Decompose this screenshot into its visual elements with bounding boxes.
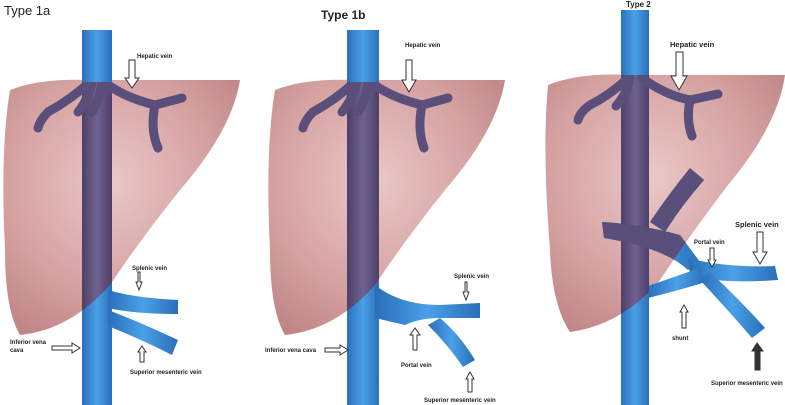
splenic-arrow: [135, 271, 143, 292]
portal-arrow: [409, 327, 421, 351]
splenic-arrow: [462, 281, 470, 302]
ivc-label: Inferior vena cava: [265, 348, 317, 354]
portal-arrow: [707, 247, 717, 269]
hepatic-vein-label: Hepatic vein: [137, 54, 173, 60]
hepatic-vein-label: Hepatic vein: [405, 43, 441, 49]
superior-mesenteric-vein: [700, 272, 765, 338]
sma-label: Superior mesenteric vein: [130, 370, 202, 376]
shunt-vessel: [648, 268, 706, 298]
panel-type-2: Type 2 Hepatic vein: [545, 0, 785, 405]
portal-splenic-trunk: [375, 285, 480, 325]
splenic-arrow: [752, 231, 768, 265]
splenic-vein-branch: [108, 290, 178, 314]
sma-label: Superior mesenteric vein: [424, 398, 496, 404]
hepatic-vein-label: Hepatic vein: [670, 40, 715, 49]
ivc-label-line1: Inferior vena: [10, 340, 47, 346]
liver: [3, 79, 241, 335]
superior-mesenteric-vein-branch: [428, 318, 475, 367]
portal-vein-label: Portal vein: [694, 240, 725, 246]
ivc-top: [621, 10, 649, 75]
splenic-vein-label: Splenic vein: [735, 220, 779, 229]
shunt-arrow: [679, 303, 689, 329]
shunt-label: shunt: [672, 336, 688, 342]
hepatic-vein-branches: [298, 77, 453, 153]
ivc-top: [82, 30, 112, 82]
ivc-arrow: [51, 342, 81, 354]
hepatic-vein-branches: [573, 73, 723, 141]
panel-title: Type 2: [626, 0, 651, 9]
portal-vein-label: Portal vein: [401, 363, 432, 369]
ivc-label-line2: cava: [10, 348, 24, 354]
liver: [268, 79, 505, 335]
sma-arrow: [137, 345, 147, 363]
panel-type-1a: Type 1a Hepatic vein S: [3, 3, 241, 405]
splenic-vein-label: Splenic vein: [132, 266, 167, 272]
hepatic-arrow: [401, 59, 417, 93]
sma-arrow: [465, 370, 475, 393]
hepatic-arrow: [670, 51, 688, 92]
splenic-vein-label: Splenic vein: [454, 274, 489, 280]
sma-label: Superior mesenteric vein: [711, 381, 783, 387]
superior-mesenteric-vein-branch: [108, 310, 178, 355]
hepatic-vein-branches: [33, 77, 187, 153]
hepatic-arrow: [124, 59, 140, 89]
sma-arrow: [751, 342, 764, 371]
ivc-arrow: [324, 344, 349, 356]
panel-title: Type 1a: [4, 3, 51, 18]
panel-title: Type 1b: [321, 8, 365, 22]
ivc-top: [347, 30, 379, 82]
panel-type-1b: Type 1b Hepatic vein Splenic vein Inferi…: [265, 8, 505, 405]
